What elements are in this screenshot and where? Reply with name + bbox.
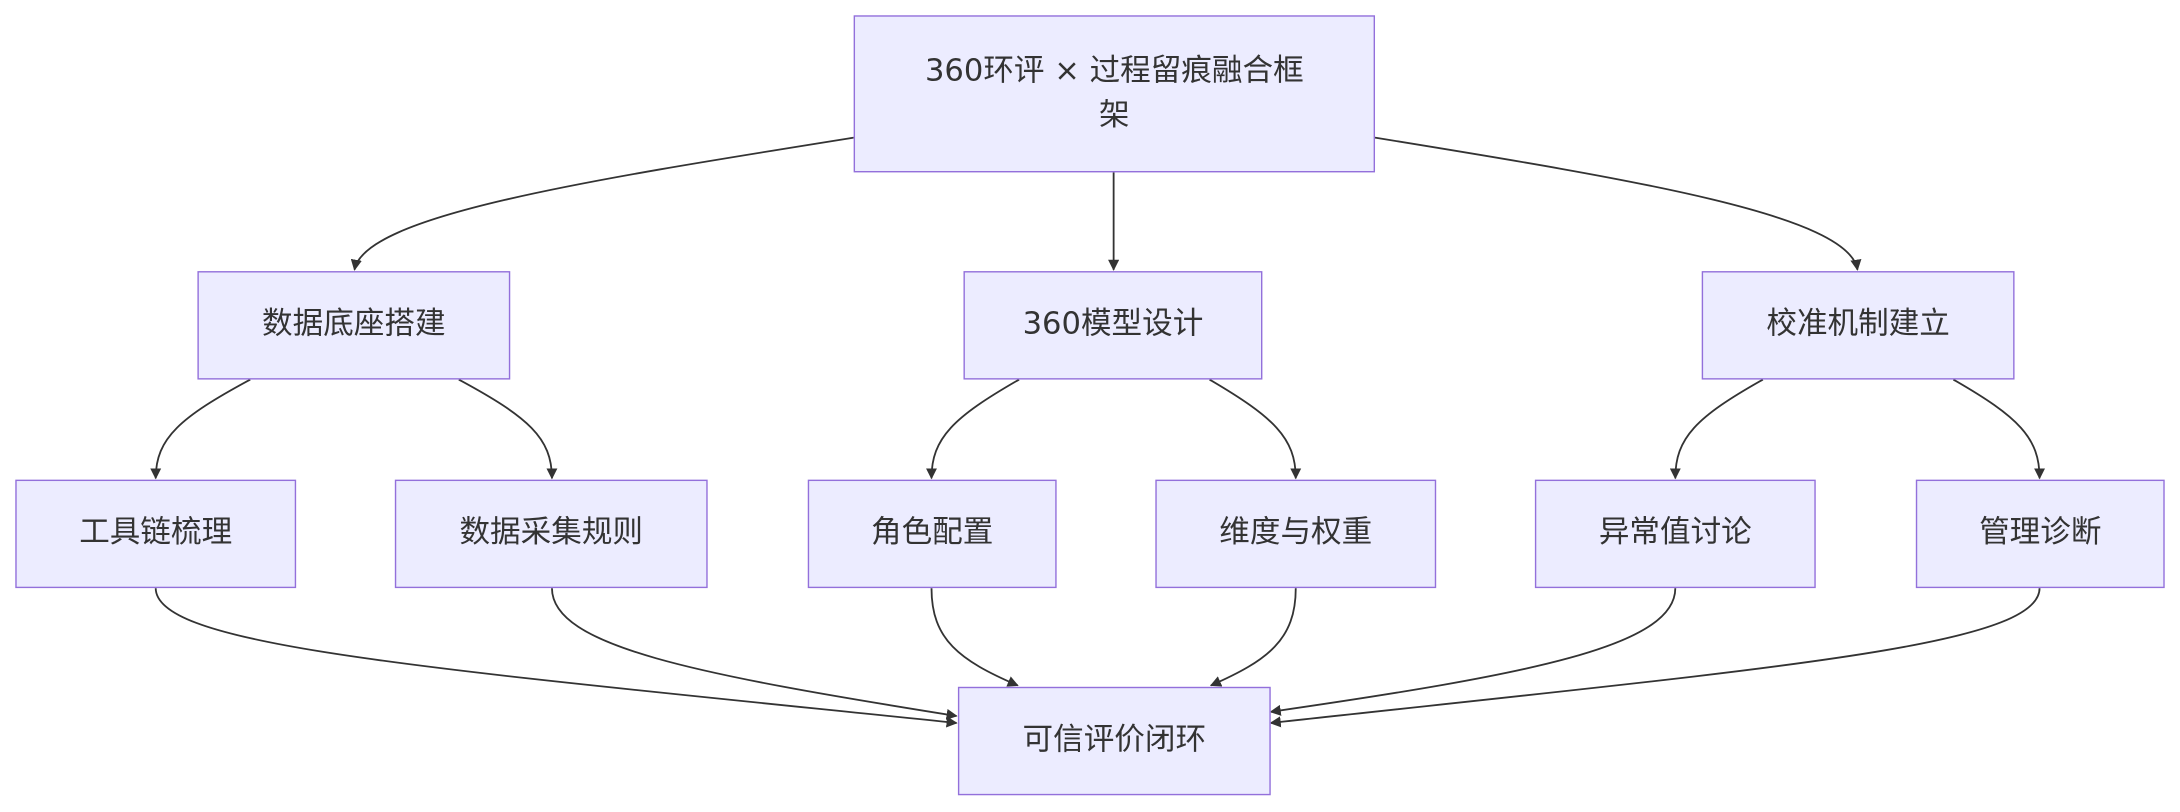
node-role-config: 角色配置 <box>807 479 1057 589</box>
edge-calibration-to-management-diagnosis <box>1952 378 2046 480</box>
node-model-design: 360模型设计 <box>963 271 1263 380</box>
edge-data-foundation-to-toolchain <box>150 378 251 480</box>
edge-data-foundation-to-collection-rules <box>458 378 558 480</box>
edge-model-design-to-dimension-weight <box>1209 378 1302 480</box>
node-root: 360环评 × 过程留痕融合框架 <box>853 15 1376 173</box>
edge-calibration-to-anomaly-discussion <box>1669 378 1764 480</box>
node-trusted-loop: 可信评价闭环 <box>957 686 1271 796</box>
edge-toolchain-to-trusted-loop <box>154 588 958 728</box>
edge-model-design-to-role-config <box>925 378 1020 480</box>
node-dimension-weight: 维度与权重 <box>1155 479 1437 589</box>
edge-root-to-data-foundation <box>350 136 854 271</box>
node-data-foundation: 数据底座搭建 <box>197 271 511 380</box>
edge-root-to-calibration <box>1374 136 1862 271</box>
node-management-diagnosis: 管理诊断 <box>1915 479 2165 589</box>
edge-role-config-to-trusted-loop <box>930 588 1019 687</box>
node-collection-rules: 数据采集规则 <box>394 479 708 589</box>
node-toolchain: 工具链梳理 <box>15 479 297 589</box>
edge-dimension-weight-to-trusted-loop <box>1209 588 1297 687</box>
edge-anomaly-discussion-to-trusted-loop <box>1269 588 1677 716</box>
node-anomaly-discussion: 异常值讨论 <box>1534 479 1816 589</box>
edge-collection-rules-to-trusted-loop <box>551 588 958 720</box>
edge-management-diagnosis-to-trusted-loop <box>1269 588 2041 728</box>
node-calibration: 校准机制建立 <box>1701 271 2015 380</box>
